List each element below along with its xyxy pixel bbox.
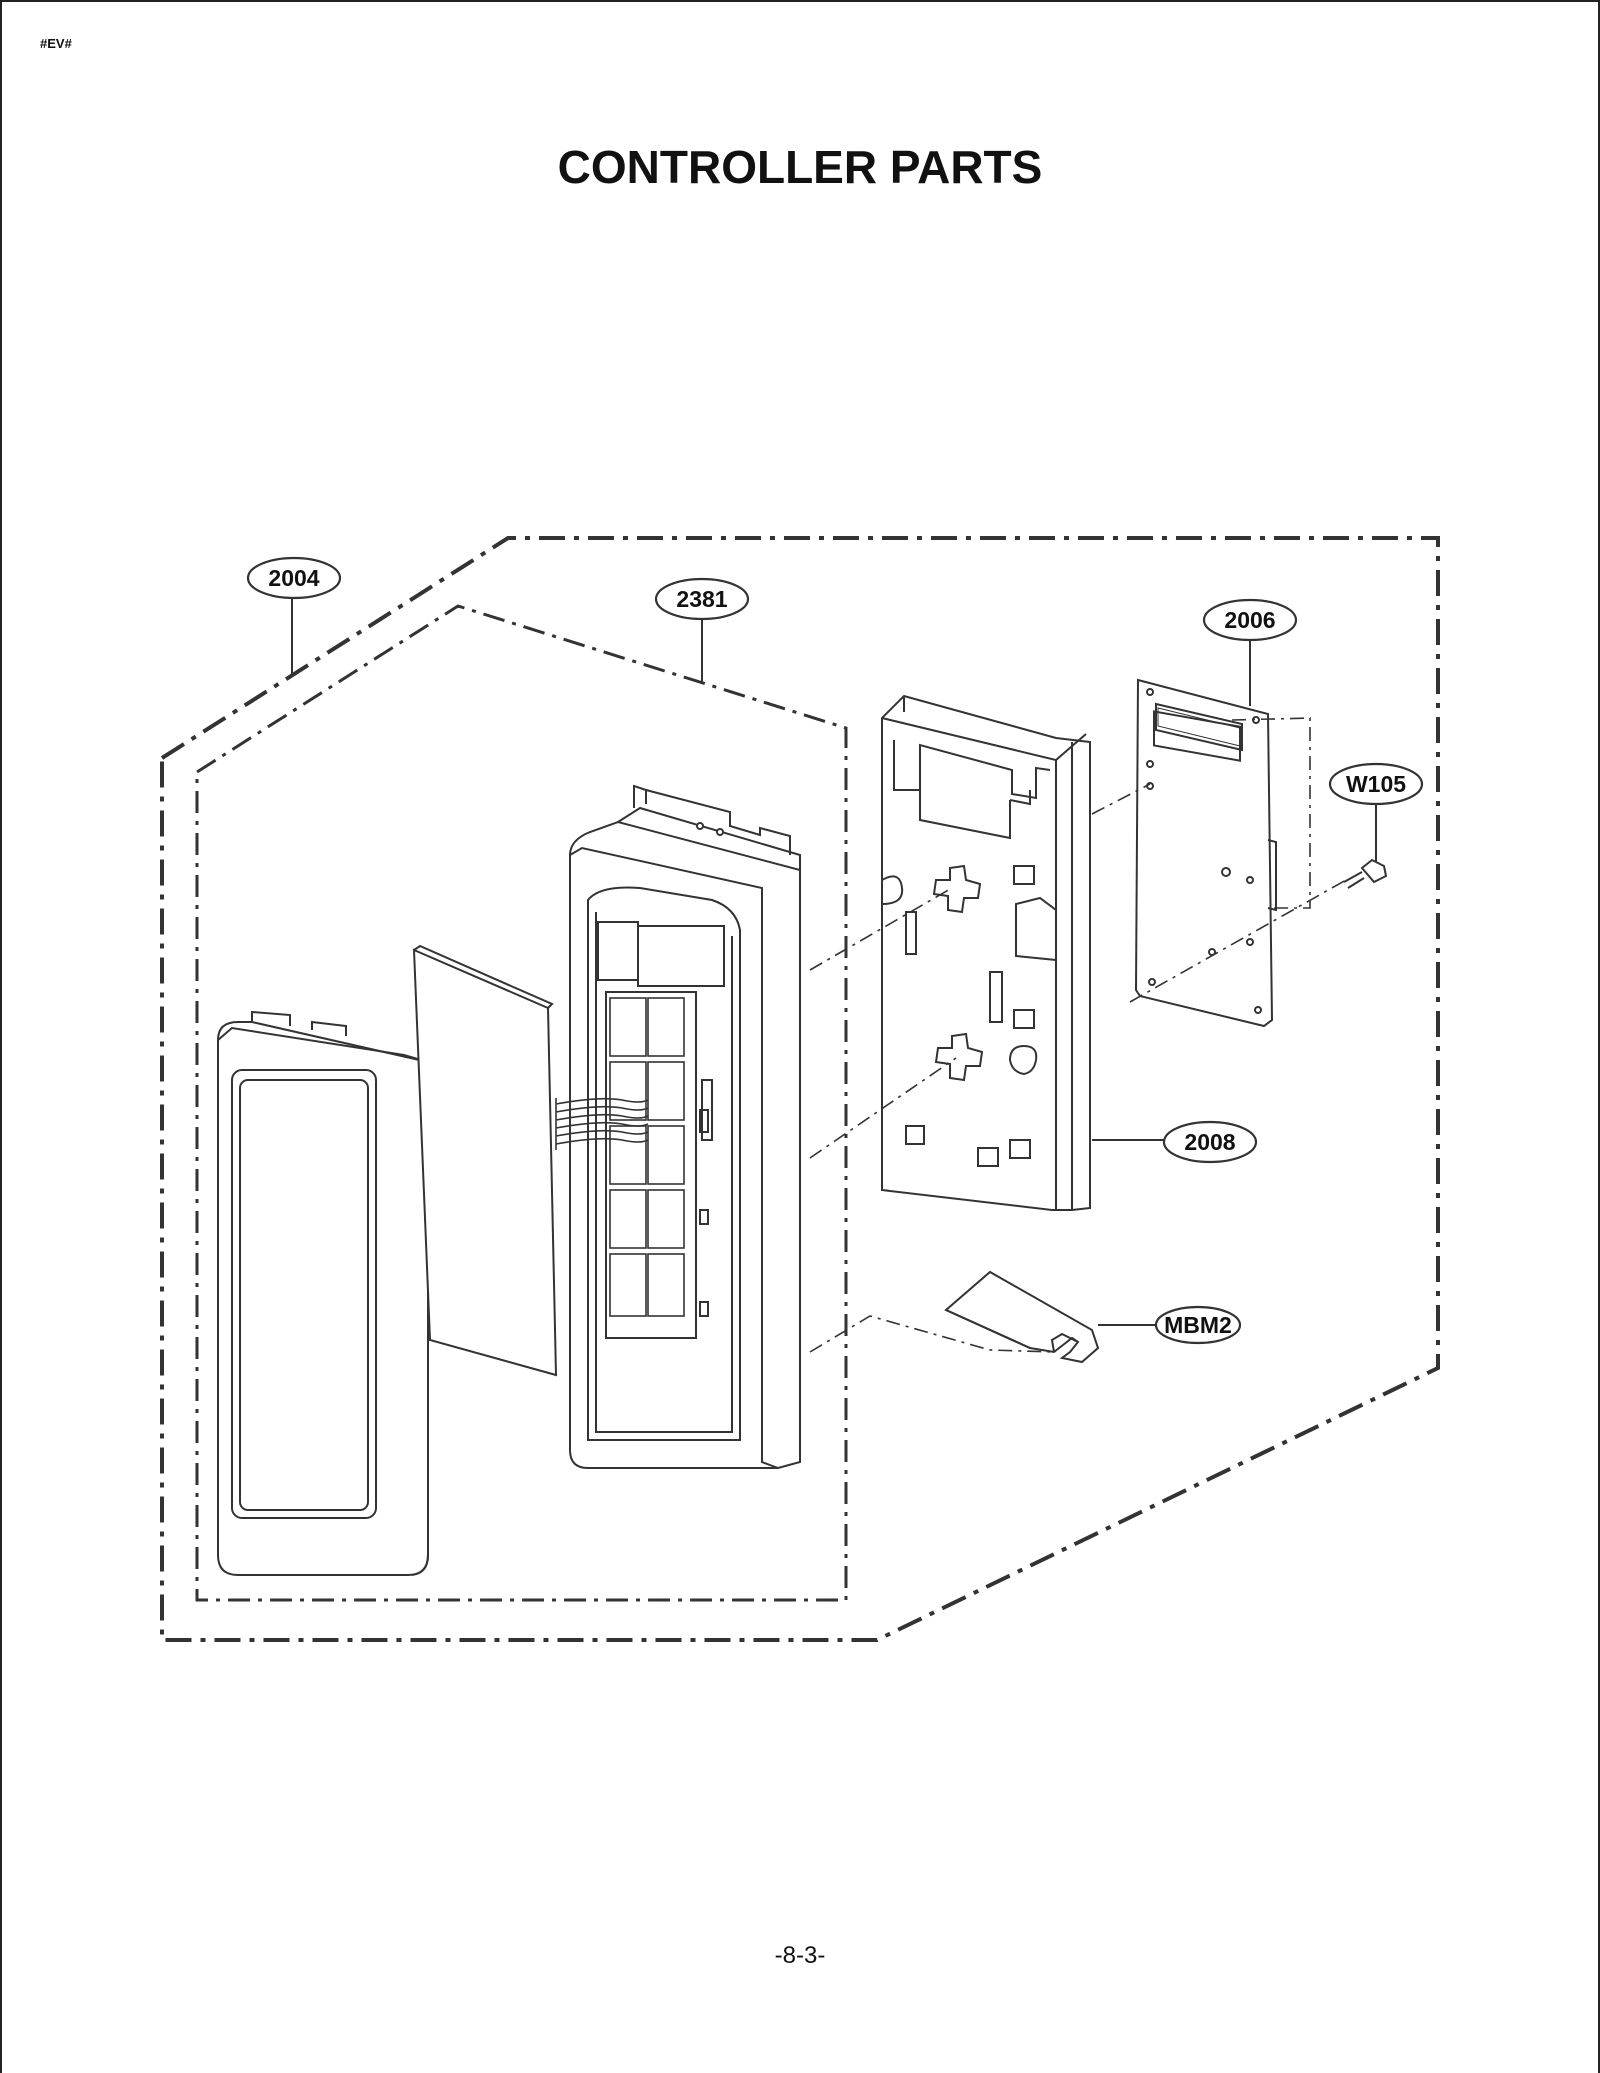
callout-leaders (291, 597, 1377, 1326)
part-2006-pcb (1134, 678, 1277, 1028)
callout-2004-oval (246, 556, 342, 600)
callout-2008-oval (1162, 1120, 1258, 1164)
callout-mbm2-oval (1154, 1305, 1242, 1345)
part-mbm2-bracket (944, 1270, 1100, 1364)
part-2381-control-panel (569, 784, 801, 1469)
part-2008-frame (881, 694, 1091, 1211)
callout-w105-label: W105 (1346, 771, 1406, 797)
callout-w105-oval (1328, 762, 1424, 806)
part-membrane-sheet (412, 944, 558, 1377)
callout-mbm2-label: MBM2 (1164, 1312, 1232, 1338)
callout-2004-label: 2004 (268, 565, 319, 591)
part-2004-front-panel (217, 1010, 429, 1576)
page-number: -8-3- (774, 1942, 826, 1969)
page-title: CONTROLLER PARTS (557, 141, 1043, 193)
outer-assembly-boundary (160, 536, 1440, 1642)
callout-2006-label: 2006 (1224, 607, 1275, 633)
part-w105-screw (1343, 858, 1388, 889)
callout-2381-oval (654, 577, 750, 621)
inner-assembly-boundary (195, 604, 848, 1602)
callout-2381-label: 2381 (676, 586, 727, 612)
callout-2008-label: 2008 (1184, 1129, 1235, 1155)
callouts (246, 556, 1424, 1345)
document-code: #EV# (40, 36, 72, 51)
assembly-guide-lines (809, 717, 1347, 1353)
ribbon-cable (555, 1097, 649, 1150)
callout-2006-oval (1202, 598, 1298, 642)
